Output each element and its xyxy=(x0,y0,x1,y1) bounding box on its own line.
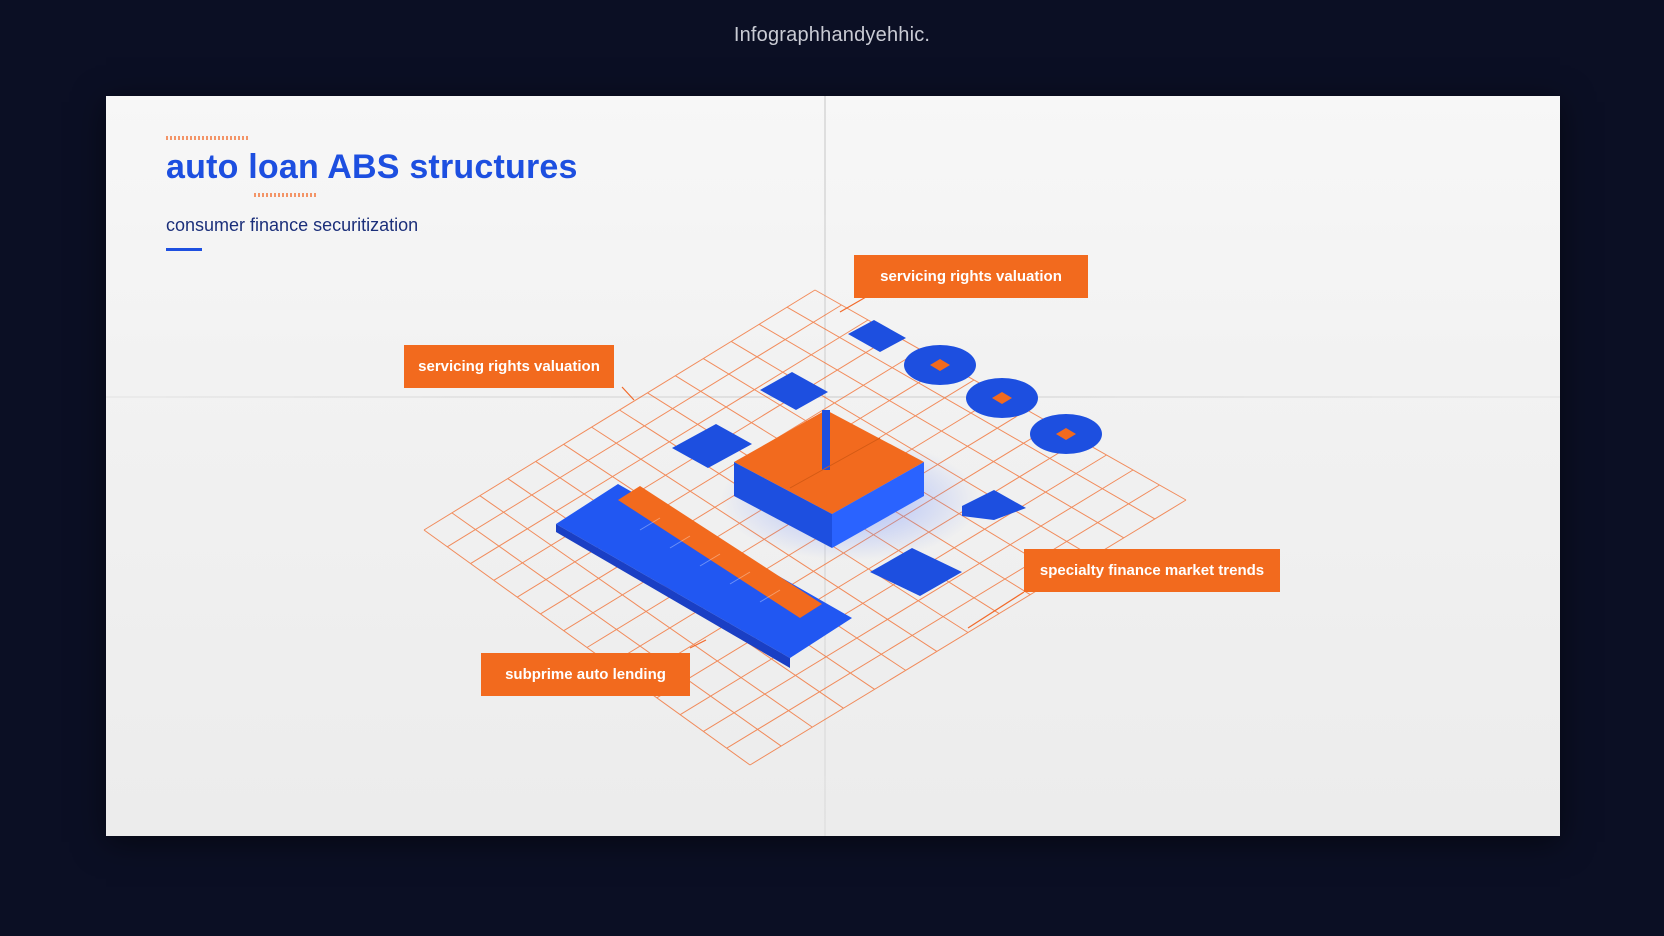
page-title: auto loan ABS structures xyxy=(166,148,578,186)
page-subtitle: consumer finance securitization xyxy=(166,215,419,235)
platform-block xyxy=(556,484,852,668)
rounded-tiles xyxy=(904,345,1102,454)
connector-lines xyxy=(621,296,1025,649)
grid-line xyxy=(423,529,751,766)
subtitle-underline xyxy=(166,248,202,251)
title-block: auto loan ABS structures consumer financ… xyxy=(166,136,578,251)
label-servicing-rights-left: servicing rights valuation xyxy=(404,345,614,388)
label-servicing-rights-top: servicing rights valuation xyxy=(854,255,1088,298)
grid-line xyxy=(451,512,782,747)
grid-line xyxy=(479,495,813,728)
central-box xyxy=(734,410,924,548)
grid-line xyxy=(758,323,1124,539)
grid-line xyxy=(786,306,1156,520)
subtitle-decoration xyxy=(254,193,318,197)
top-caption: Infographhandyehhic. xyxy=(733,24,931,46)
title-decoration xyxy=(166,136,248,140)
label-specialty-finance: specialty finance market trends xyxy=(1024,549,1280,592)
label-subprime-auto: subprime auto lending xyxy=(481,653,690,696)
floating-tiles xyxy=(672,320,1026,596)
paper-crease-horizontal xyxy=(106,396,1560,398)
